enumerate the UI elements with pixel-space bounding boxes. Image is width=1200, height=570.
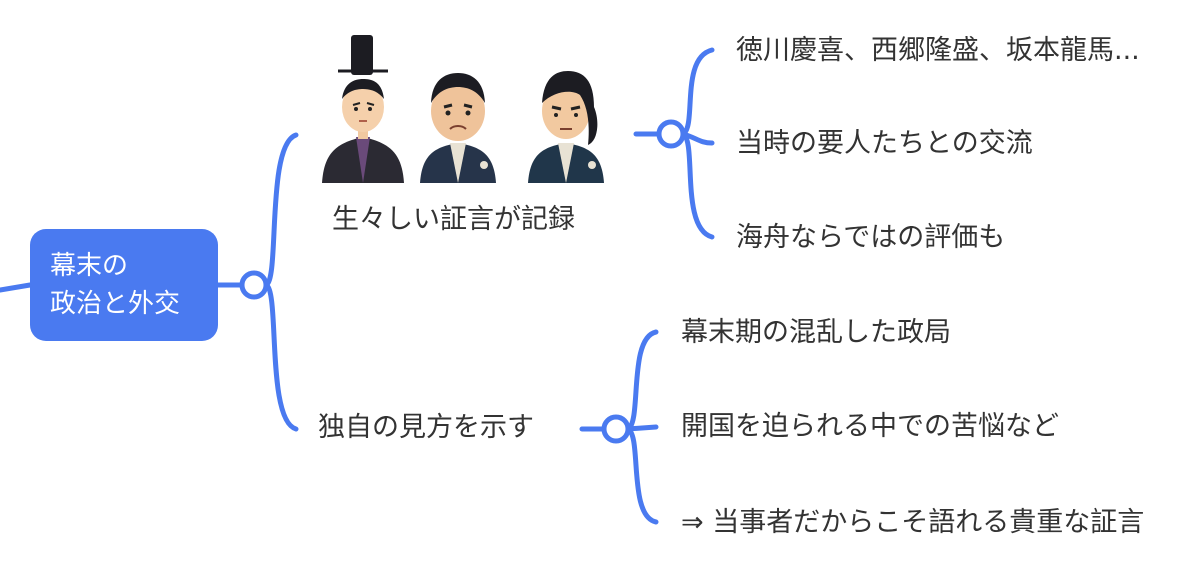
root-hub-circle bbox=[239, 270, 269, 300]
root-node[interactable]: 幕末の 政治と外交 bbox=[30, 229, 218, 341]
branch2-connector bbox=[263, 282, 299, 432]
branch2-child-2[interactable]: 開国を迫られる中での苦悩など bbox=[681, 411, 1059, 442]
branch1-child1-connector bbox=[680, 47, 715, 137]
branch1-child-2[interactable]: 当時の要人たちとの交流 bbox=[736, 128, 1033, 159]
root-label-line2: 政治と外交 bbox=[50, 289, 181, 319]
samurai-trio-illustration bbox=[322, 35, 604, 183]
branch1-connector bbox=[263, 132, 299, 288]
branch1-child-3[interactable]: 海舟ならではの評価も bbox=[736, 222, 1006, 253]
root-left-connector bbox=[0, 282, 33, 293]
branch1-label[interactable]: 生々しい証言が記録 bbox=[332, 204, 575, 235]
branch2-child-3[interactable]: ⇒ 当事者だからこそ語れる貴重な証言 bbox=[681, 507, 1145, 538]
branch1-child-1[interactable]: 徳川慶喜、西郷隆盛、坂本龍馬... bbox=[736, 35, 1140, 66]
branch2-label[interactable]: 独自の見方を示す bbox=[318, 412, 534, 443]
elder-figure bbox=[420, 73, 496, 183]
branch2-child-1[interactable]: 幕末期の混乱した政局 bbox=[681, 317, 951, 348]
branch2-hub-circle bbox=[601, 414, 631, 444]
branch2-child2-connector bbox=[625, 424, 659, 432]
branch1-child3-connector bbox=[680, 131, 715, 240]
samurai-figure bbox=[528, 71, 604, 183]
noble-figure bbox=[322, 35, 404, 183]
root-label-line1: 幕末の bbox=[50, 251, 129, 281]
branch2-child3-connector bbox=[625, 426, 659, 525]
branch1-hub-circle bbox=[656, 119, 686, 149]
branch2-child1-connector bbox=[625, 329, 659, 432]
